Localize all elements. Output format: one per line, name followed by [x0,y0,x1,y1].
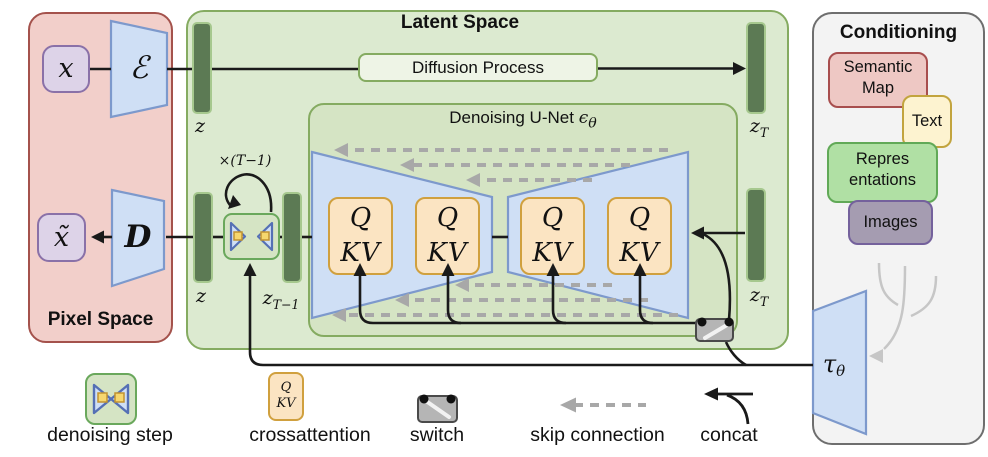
decoder-label: D [124,219,152,255]
cross-attention-block-2: Q KV [415,197,480,275]
input-image-node: x [42,45,90,93]
cross-attention-block-1: Q KV [328,197,393,275]
tau-base: τ [822,350,837,378]
zTminus1-label: zT−1 [252,287,310,312]
legend-switch-label: switch [409,424,465,446]
conditioning-text: Text [902,95,952,148]
legend-q-label: Q [280,380,292,395]
semantic-line2: Map [861,78,895,97]
q-label: Q [349,203,372,233]
epsilon-subscript: θ [588,115,597,132]
latent-zTminus1-bar [282,192,302,283]
cross-attention-block-3: Q KV [520,197,585,275]
z-label-mid: z [195,285,206,307]
latent-z-bar-mid [193,192,213,283]
z-label-top: z [194,115,205,137]
kv-label: KV [427,238,468,268]
unet-title-text: Denoising U-Net [449,108,574,127]
q-label: Q [436,203,459,233]
kv-label: KV [340,238,381,268]
loop-count-label: ×(T−1) [218,153,272,169]
cross-attention-block-4: Q KV [607,197,672,275]
legend-denoising-step-label: denoising step [47,424,173,446]
latent-zT-bar-top [746,22,766,114]
zT-mid-base: z [749,284,760,306]
tau-sub: θ [836,362,846,381]
q-label: Q [628,203,651,233]
legend-switch-icon [417,394,458,423]
zT-sub: T [759,124,769,140]
zTminus1-sub: T−1 [272,296,300,312]
repr-line1: Repres [855,150,910,168]
zTminus1-base: z [262,287,273,309]
legend-concat-label: concat [700,424,758,446]
denoising-step-node [223,213,280,260]
kv-label: KV [619,238,660,268]
diffusion-process-box: Diffusion Process [358,53,598,82]
legend-skip-connection-icon [560,397,646,413]
q-label: Q [541,203,564,233]
zT-mid-sub: T [759,293,769,309]
epsilon-symbol: ϵ [578,108,589,128]
pixel-space-title: Pixel Space [47,309,154,330]
legend-concat-icon [704,387,753,425]
conditioning-representations: Repres entations [827,142,938,203]
x-label: x [58,53,74,84]
encoder-label: ℰ [129,50,149,86]
legend-crossattention-label: crossattention [249,424,371,446]
diffusion-process-label: Diffusion Process [412,58,544,77]
legend-kv-label: KV [276,396,296,411]
images-line1: Images [863,213,918,231]
output-image-node: x̃ [37,213,86,262]
tau-encoder-label: τθ [812,350,856,380]
zT-label-top: zT [742,115,776,140]
zT-base: z [749,115,760,137]
legend-denoising-step-icon [85,373,137,425]
latent-space-title: Latent Space [400,12,520,33]
latent-zT-bar-mid [746,188,766,282]
semantic-line1: Semantic [843,58,913,76]
zT-label-mid: zT [742,284,776,309]
legend-skip-connection-label: skip connection [530,424,665,446]
denoising-unet-title: Denoising U-Net ϵθ [308,108,738,131]
conditioning-images: Images [848,200,933,245]
text-line1: Text [911,112,943,130]
x-tilde-label: x̃ [53,222,70,253]
repr-line2: entations [849,170,916,189]
conditioning-title: Conditioning [839,22,958,43]
latent-z-bar-top [192,22,212,114]
kv-label: KV [532,238,573,268]
legend-crossattention-icon: Q KV [268,372,304,421]
